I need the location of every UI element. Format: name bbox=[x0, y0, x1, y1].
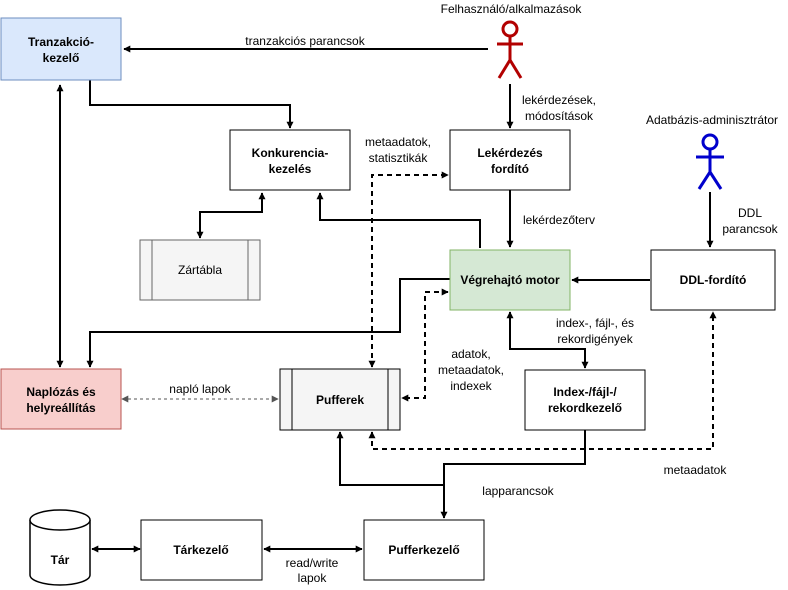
edge-metadata-stats bbox=[368, 171, 449, 368]
query-plan-label: lekérdezőterv bbox=[523, 213, 595, 227]
storage-manager-label: Tárkezelő bbox=[173, 543, 228, 557]
transaction-manager-node: Tranzakció- kezelő bbox=[0, 17, 122, 81]
user-actor-label: Felhasználó/alkalmazások bbox=[441, 2, 583, 16]
index-requests-label-2: rekordigények bbox=[557, 332, 633, 346]
page-commands-label: lapparancsok bbox=[482, 484, 554, 498]
edge-executor-concurrency bbox=[316, 192, 481, 248]
metadata-label: metaadatok bbox=[664, 463, 728, 477]
buffers-node: Pufferek bbox=[279, 368, 401, 431]
concurrency-node: Konkurencia- kezelés bbox=[229, 129, 351, 191]
edge-page-commands bbox=[440, 430, 586, 519]
executor-label: Végrehajtó motor bbox=[460, 273, 560, 287]
edge-metadata bbox=[368, 311, 717, 450]
read-write-label-2: lapok bbox=[298, 571, 328, 585]
user-actor-icon bbox=[497, 20, 523, 79]
query-compiler-node: Lekérdezés fordító bbox=[449, 129, 571, 191]
logging-label-1: Naplózás és bbox=[26, 385, 96, 399]
admin-actor-icon bbox=[696, 133, 724, 190]
edge-tm-to-concurrency bbox=[89, 80, 294, 129]
ddl-commands-label-1: DDL bbox=[738, 206, 762, 220]
data-meta-index-label-1: adatok, bbox=[451, 347, 490, 361]
metadata-stats-label-2: statisztikák bbox=[369, 151, 429, 165]
edge-buffers-buffermgr bbox=[336, 431, 444, 486]
query-compiler-label-2: fordító bbox=[491, 162, 529, 176]
ddl-compiler-node: DDL-fordító bbox=[650, 249, 776, 311]
metadata-stats-label-1: metaadatok, bbox=[365, 135, 431, 149]
ddl-compiler-label: DDL-fordító bbox=[680, 273, 747, 287]
logging-node: Naplózás és helyreállítás bbox=[0, 368, 122, 430]
data-meta-index-label-2: metaadatok, bbox=[438, 363, 504, 377]
transaction-manager-label-2: kezelő bbox=[43, 51, 80, 65]
queries-label-1: lekérdezések, bbox=[522, 93, 596, 107]
admin-actor-label: Adatbázis-adminisztrátor bbox=[646, 113, 778, 127]
logging-label-2: helyreállítás bbox=[26, 401, 96, 415]
dashed-edges bbox=[368, 171, 717, 450]
lock-table-node: Zártábla bbox=[139, 239, 261, 301]
read-write-label-1: read/write bbox=[286, 556, 339, 570]
storage-node: Tár bbox=[29, 509, 91, 586]
concurrency-label-1: Konkurencia- bbox=[252, 146, 329, 160]
storage-label: Tár bbox=[51, 553, 70, 567]
lock-table-label: Zártábla bbox=[178, 263, 222, 277]
index-manager-label-1: Index-/fájl-/ bbox=[553, 385, 617, 399]
edge-concurrency-locktable bbox=[196, 192, 266, 239]
buffer-manager-node: Pufferkezelő bbox=[363, 519, 485, 581]
ddl-commands-label-2: parancsok bbox=[722, 222, 778, 236]
query-compiler-label-1: Lekérdezés bbox=[477, 146, 543, 160]
index-manager-node: Index-/fájl-/ rekordkezelő bbox=[524, 369, 646, 431]
edge-data-meta-index bbox=[401, 288, 449, 402]
queries-label-2: módosítások bbox=[525, 109, 594, 123]
log-pages-label: napló lapok bbox=[169, 382, 231, 396]
concurrency-label-2: kezelés bbox=[269, 162, 312, 176]
executor-node: Végrehajtó motor bbox=[449, 249, 571, 311]
transaction-commands-label: tranzakciós parancsok bbox=[245, 34, 365, 48]
storage-manager-node: Tárkezelő bbox=[140, 519, 263, 581]
transaction-manager-label-1: Tranzakció- bbox=[28, 35, 94, 49]
buffers-label: Pufferek bbox=[316, 393, 364, 407]
buffer-manager-label: Pufferkezelő bbox=[388, 543, 459, 557]
data-meta-index-label-3: indexek bbox=[450, 379, 492, 393]
index-requests-label-1: index-, fájl-, és bbox=[556, 316, 634, 330]
index-manager-label-2: rekordkezelő bbox=[548, 401, 622, 415]
